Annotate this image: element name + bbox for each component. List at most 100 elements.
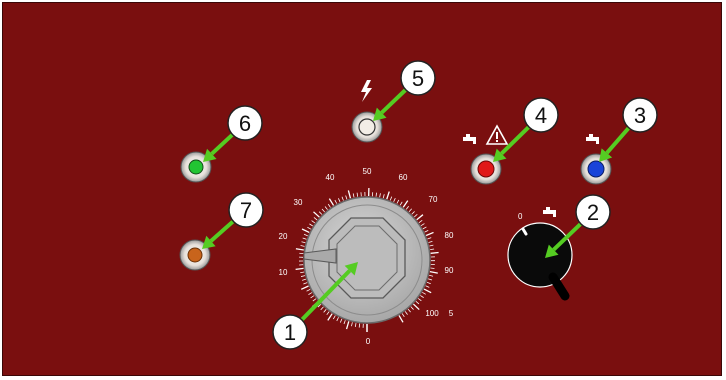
dial-tick (401, 313, 405, 318)
dial-tick (407, 308, 411, 313)
callout-7: 7 (202, 192, 264, 249)
dial-tick (429, 244, 434, 247)
dial-tick (300, 285, 309, 290)
dial-tick (382, 194, 385, 199)
lamp-4-light (477, 160, 495, 178)
dial-tick (307, 226, 312, 230)
dial-tick (386, 191, 390, 200)
dial-tick (301, 241, 306, 244)
dial-tick (429, 274, 434, 277)
callout-arrow (552, 222, 583, 252)
dial-tick (422, 226, 427, 230)
callout-arrow (500, 125, 531, 156)
dial-tick (404, 311, 408, 315)
dial-tick (415, 301, 420, 305)
lightning-bolt-icon (361, 80, 372, 102)
dial-scale-label: 10 (279, 268, 288, 277)
dial-tick (347, 190, 352, 199)
dial-tick (295, 248, 304, 251)
dial-tick (428, 240, 433, 243)
dial-tick (417, 298, 422, 302)
dial-scale-label: 90 (445, 266, 454, 275)
callout-number: 4 (535, 103, 547, 128)
dial-scale-label: 70 (429, 195, 438, 204)
lamp-3-light (587, 160, 605, 178)
callout-circle (400, 60, 436, 96)
dial-tick (411, 211, 415, 215)
tap-knob[interactable] (507, 222, 573, 301)
dial-tick (420, 295, 424, 298)
dial-tick (396, 199, 400, 204)
dial-tick (317, 304, 322, 308)
dial-tick (351, 322, 353, 327)
dial-tick (430, 267, 435, 269)
dial-tick (427, 237, 432, 240)
tap-knob-handle[interactable] (548, 272, 570, 301)
dial-scale-label: 80 (445, 231, 454, 240)
dial-tick (336, 317, 339, 322)
dial-tick (300, 271, 305, 274)
dial-tick (420, 223, 425, 227)
callout-5: 5 (373, 60, 436, 121)
callout-3: 3 (599, 97, 658, 162)
callout-number: 2 (587, 200, 599, 225)
dial-tick (399, 201, 403, 206)
callout-2: 2 (545, 194, 611, 258)
callout-arrowhead (344, 262, 358, 276)
dial-tick (405, 206, 409, 210)
dial-tick (300, 275, 306, 277)
dial-tick (303, 233, 308, 237)
dial-scale-label: 20 (279, 232, 288, 241)
dial-tick (302, 237, 307, 240)
dial-tick (313, 211, 320, 218)
dial-tick (425, 231, 434, 237)
dial-knob-inner (336, 225, 398, 291)
lamp-6 (180, 151, 212, 183)
dial-tick (341, 196, 344, 201)
dial-scale-label: 5 (449, 309, 454, 318)
dial-tick (318, 211, 323, 215)
power-lamp-light (358, 118, 376, 136)
callout-number: 1 (284, 320, 296, 345)
tap-knob-body[interactable] (507, 222, 573, 288)
dial-knob[interactable] (328, 217, 406, 299)
dial-tick (422, 291, 426, 295)
lamp-7-light (187, 247, 203, 263)
callout-circle (523, 97, 559, 133)
lamp-6-light (188, 159, 204, 175)
callout-arrow (210, 133, 234, 156)
dial-scale-label: 40 (326, 173, 335, 182)
dial-tick (423, 288, 432, 294)
dial-tick (309, 223, 313, 227)
dial-tick (339, 318, 343, 323)
callout-number: 7 (240, 198, 252, 223)
dial-tick (313, 217, 318, 221)
tap-knob-zero-label: 0 (518, 212, 523, 221)
callout-arrowhead (203, 148, 217, 162)
callout-arrowhead (373, 107, 387, 121)
callout-arrow (209, 219, 235, 243)
dial-tick (312, 298, 317, 302)
dial-tick (408, 208, 413, 213)
dial-tick (426, 281, 431, 285)
dial-tick (338, 198, 341, 203)
dial-tick (301, 278, 307, 281)
dial-scale-label: 100 (425, 309, 439, 318)
callout-4: 4 (493, 97, 559, 162)
callout-arrowhead (545, 244, 559, 258)
tap-knob-indicator (521, 227, 528, 236)
dial-tick (328, 198, 335, 206)
dial-tick (354, 322, 357, 328)
dial-tick (311, 220, 316, 224)
dial-tick (327, 203, 331, 208)
dial-tick (428, 278, 433, 281)
dial-tick (332, 315, 336, 320)
dial-tick (334, 199, 338, 204)
callout-circle (227, 105, 263, 141)
callout-circle (622, 97, 658, 133)
dial-tick (429, 271, 438, 274)
dial-tick (327, 313, 333, 321)
